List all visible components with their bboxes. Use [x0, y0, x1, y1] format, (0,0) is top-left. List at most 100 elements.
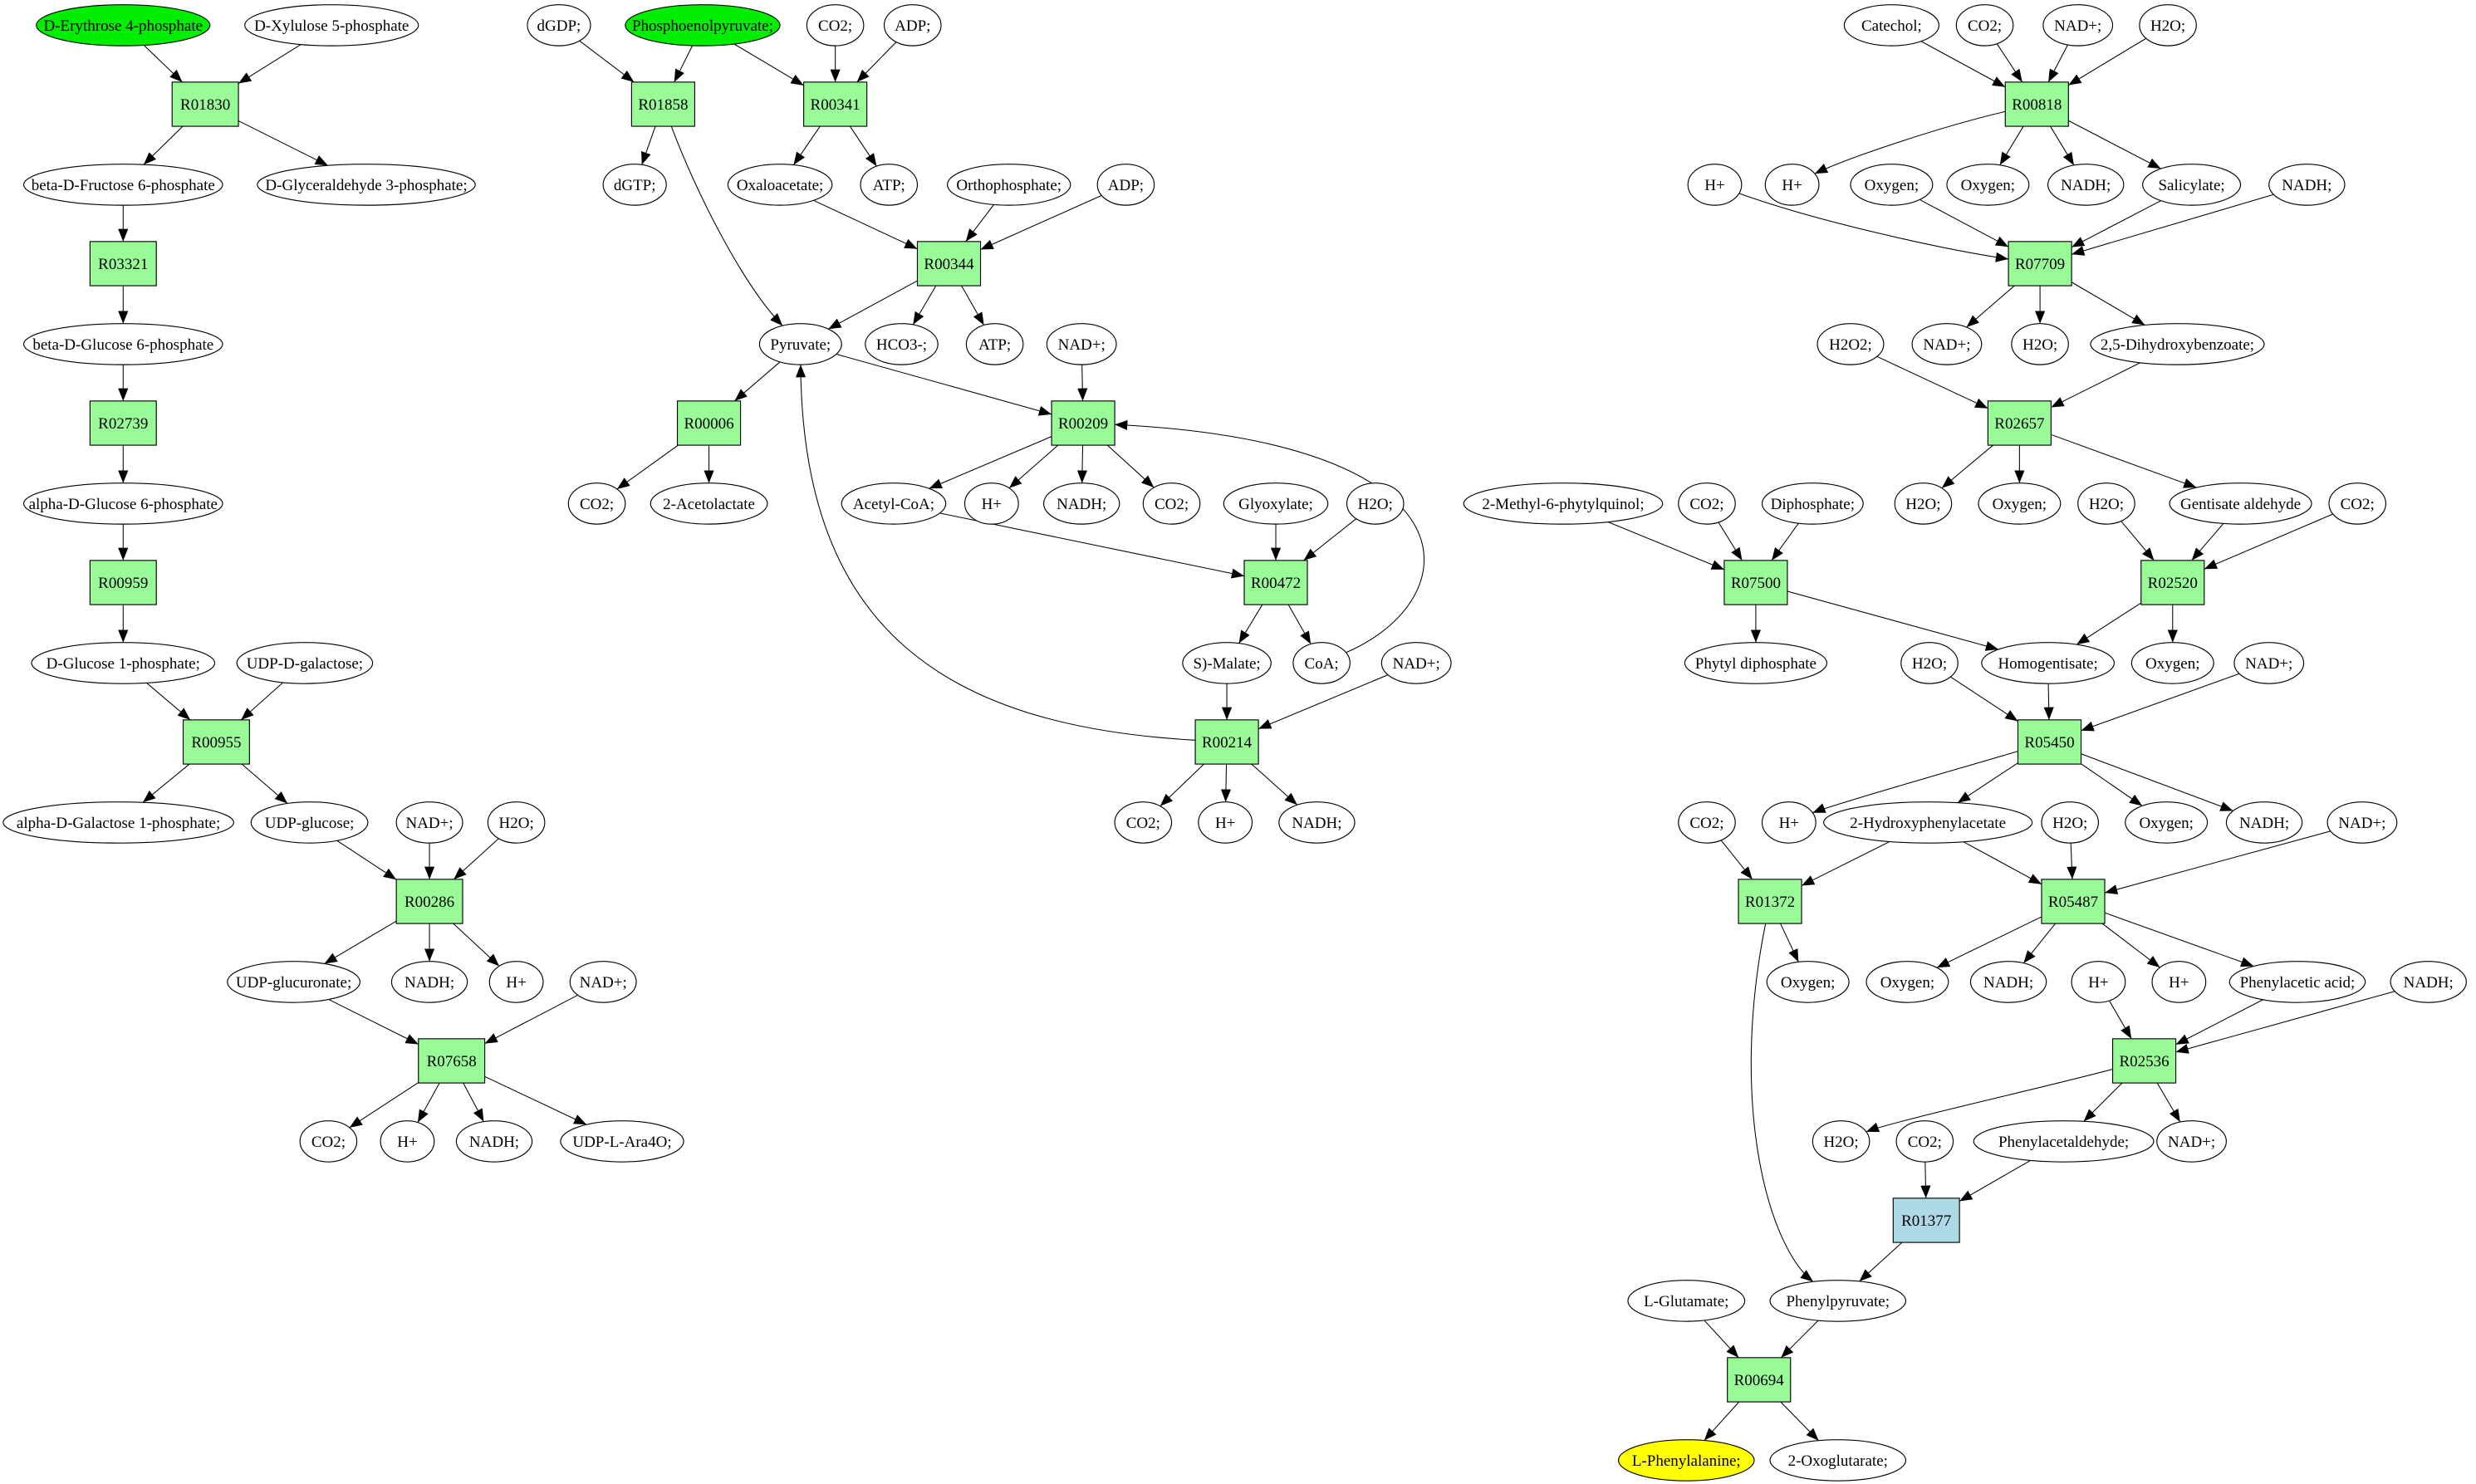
reaction-node-r00818[interactable]: R00818	[2004, 81, 2069, 127]
compound-node-gentisate-aldehyde[interactable]: Gentisate aldehyde	[2169, 482, 2312, 525]
compound-node-diphosphate[interactable]: Diphosphate;	[1761, 482, 1864, 525]
compound-node-d-xylulose-5-phosphate[interactable]: D-Xylulose 5-phosphate	[244, 4, 419, 47]
compound-node-h2o[interactable]: H2O;	[1894, 482, 1953, 525]
compound-node-nadh[interactable]: NADH;	[2268, 164, 2346, 206]
compound-node-glyoxylate[interactable]: Glyoxylate;	[1223, 482, 1329, 525]
reaction-node-r00286[interactable]: R00286	[395, 879, 463, 924]
compound-node-alpha-d-glucose-6-phosphate[interactable]: alpha-D-Glucose 6-phosphate	[22, 482, 223, 525]
compound-node-nad[interactable]: NAD+;	[569, 961, 637, 1003]
compound-node-phenylacetaldehyde[interactable]: Phenylacetaldehyde;	[1973, 1120, 2155, 1163]
compound-node-phosphoenolpyruvate[interactable]: Phosphoenolpyruvate;	[625, 4, 781, 47]
compound-node-oxygen[interactable]: Oxygen;	[1978, 482, 2062, 525]
compound-node-co2[interactable]: CO2;	[567, 482, 626, 525]
compound-node-nadh[interactable]: NADH;	[1969, 961, 2047, 1003]
reaction-node-r02739[interactable]: R02739	[89, 400, 157, 446]
compound-node-homogentisate[interactable]: Homogentisate;	[1981, 642, 2116, 684]
compound-node-oxygen[interactable]: Oxygen;	[2125, 801, 2209, 844]
reaction-node-r00341[interactable]: R00341	[803, 81, 868, 127]
compound-node-catechol[interactable]: Catechol;	[1843, 4, 1939, 47]
reaction-node-r07658[interactable]: R07658	[418, 1038, 486, 1084]
reaction-node-r05487[interactable]: R05487	[2041, 879, 2106, 924]
compound-node-co2[interactable]: CO2;	[1895, 1120, 1954, 1163]
compound-node-d-glyceraldehyde-3-phosphate[interactable]: D-Glyceraldehyde 3-phosphate;	[257, 164, 476, 206]
compound-node-h2o[interactable]: H2O;	[2011, 323, 2069, 365]
reaction-node-r05450[interactable]: R05450	[2017, 719, 2082, 765]
compound-node-h[interactable]: H+	[2071, 961, 2126, 1003]
compound-node-h[interactable]: H+	[2151, 961, 2207, 1003]
reaction-node-r03321[interactable]: R03321	[89, 241, 157, 287]
compound-node-co2[interactable]: CO2;	[299, 1120, 358, 1163]
reaction-node-r00472[interactable]: R00472	[1243, 560, 1308, 605]
compound-node-2-methyl-6-phytylquinol[interactable]: 2-Methyl-6-phytylquinol;	[1463, 482, 1664, 525]
compound-node-nad[interactable]: NAD+;	[2042, 4, 2114, 47]
compound-node-nad[interactable]: NAD+;	[2156, 1120, 2227, 1163]
reaction-node-r07500[interactable]: R07500	[1723, 560, 1788, 605]
compound-node-nad[interactable]: NAD+;	[2233, 642, 2305, 684]
reaction-node-r02520[interactable]: R02520	[2140, 560, 2205, 605]
compound-node-nad[interactable]: NAD+;	[2326, 801, 2398, 844]
compound-node-co2[interactable]: CO2;	[1678, 801, 1736, 844]
compound-node-atp[interactable]: ATP;	[860, 164, 919, 206]
compound-node-oxygen[interactable]: Oxygen;	[1766, 961, 1850, 1003]
compound-node-co2[interactable]: CO2;	[2328, 482, 2386, 525]
compound-node-h2o2[interactable]: H2O2;	[1817, 323, 1885, 365]
compound-node-nad[interactable]: NAD+;	[1911, 323, 1983, 365]
compound-node-d-erythrose-4-phosphate[interactable]: D-Erythrose 4-phosphate	[36, 4, 211, 47]
compound-node-l-glutamate[interactable]: L-Glutamate;	[1627, 1280, 1746, 1322]
reaction-node-r00209[interactable]: R00209	[1051, 400, 1115, 446]
compound-node-atp[interactable]: ATP;	[965, 323, 1024, 365]
compound-node-co2[interactable]: CO2;	[806, 4, 865, 47]
compound-node-udp-d-galactose[interactable]: UDP-D-galactose;	[236, 642, 374, 684]
reaction-node-r00694[interactable]: R00694	[1727, 1357, 1792, 1403]
compound-node-nad[interactable]: NAD+;	[395, 801, 463, 844]
compound-node-h[interactable]: H+	[488, 961, 544, 1003]
compound-node-dgtp[interactable]: dGTP;	[602, 164, 667, 206]
compound-node-phenylpyruvate[interactable]: Phenylpyruvate;	[1769, 1280, 1907, 1322]
compound-node-phytyl-diphosphate[interactable]: Phytyl diphosphate	[1684, 642, 1828, 684]
reaction-node-r02536[interactable]: R02536	[2111, 1038, 2177, 1084]
compound-node-h[interactable]: H+	[1198, 801, 1253, 844]
compound-node-h2o[interactable]: H2O;	[2139, 4, 2197, 47]
compound-node-d-glucose-1-phosphate[interactable]: D-Glucose 1-phosphate;	[31, 642, 216, 684]
compound-node-oxygen[interactable]: Oxygen;	[2130, 642, 2214, 684]
compound-node-h2o[interactable]: H2O;	[2041, 801, 2099, 844]
reaction-node-r01372[interactable]: R01372	[1738, 879, 1802, 924]
compound-node-l-phenylalanine[interactable]: L-Phenylalanine;	[1617, 1439, 1755, 1482]
reaction-node-r01858[interactable]: R01858	[630, 81, 696, 127]
compound-node-salicylate[interactable]: Salicylate;	[2142, 164, 2242, 206]
reaction-node-r07709[interactable]: R07709	[2008, 241, 2072, 287]
compound-node-orthophosphate[interactable]: Orthophosphate;	[947, 164, 1071, 206]
reaction-node-r00006[interactable]: R00006	[676, 400, 742, 446]
compound-node-2-oxoglutarate[interactable]: 2-Oxoglutarate;	[1769, 1439, 1907, 1482]
compound-node-adp[interactable]: ADP;	[883, 4, 942, 47]
compound-node-acetyl-coa[interactable]: Acetyl-CoA;	[841, 482, 947, 525]
compound-node-h2o[interactable]: H2O;	[2077, 482, 2135, 525]
reaction-node-r00959[interactable]: R00959	[89, 560, 157, 605]
compound-node-oxaloacetate[interactable]: Oxaloacetate;	[727, 164, 833, 206]
compound-node-nadh[interactable]: NADH;	[2047, 164, 2125, 206]
compound-node-co2[interactable]: CO2;	[1114, 801, 1173, 844]
compound-node-pyruvate[interactable]: Pyruvate;	[758, 323, 842, 365]
compound-node-h[interactable]: H+	[1687, 164, 1743, 206]
compound-node-h[interactable]: H+	[1761, 801, 1817, 844]
compound-node-nadh[interactable]: NADH;	[2390, 961, 2467, 1003]
compound-node-s-malate[interactable]: S)-Malate;	[1182, 642, 1272, 684]
compound-node-co2[interactable]: CO2;	[1678, 482, 1736, 525]
compound-node-2-5-dihydroxybenzoate[interactable]: 2,5-Dihydroxybenzoate;	[2090, 323, 2265, 365]
reaction-node-r01830[interactable]: R01830	[171, 81, 239, 127]
compound-node-nadh[interactable]: NADH;	[2225, 801, 2303, 844]
compound-node-coa[interactable]: CoA;	[1292, 642, 1351, 684]
compound-node-nadh[interactable]: NADH;	[1042, 482, 1120, 525]
compound-node-h2o[interactable]: H2O;	[1812, 1120, 1870, 1163]
compound-node-dgdp[interactable]: dGDP;	[527, 4, 591, 47]
compound-node-udp-glucose[interactable]: UDP-glucose;	[250, 801, 369, 844]
compound-node-alpha-d-galactose-1-phosphate[interactable]: alpha-D-Galactose 1-phosphate;	[2, 801, 234, 844]
compound-node-beta-d-glucose-6-phosphate[interactable]: beta-D-Glucose 6-phosphate	[22, 323, 223, 365]
compound-node-udp-glucuronate[interactable]: UDP-glucuronate;	[227, 961, 360, 1003]
reaction-node-r00214[interactable]: R00214	[1194, 719, 1259, 765]
compound-node-h[interactable]: H+	[963, 482, 1019, 525]
compound-node-h2o[interactable]: H2O;	[1346, 482, 1405, 525]
reaction-node-r01377[interactable]: R01377	[1892, 1197, 1960, 1243]
compound-node-nad[interactable]: NAD+;	[1380, 642, 1452, 684]
compound-node-nadh[interactable]: NADH;	[390, 961, 468, 1003]
